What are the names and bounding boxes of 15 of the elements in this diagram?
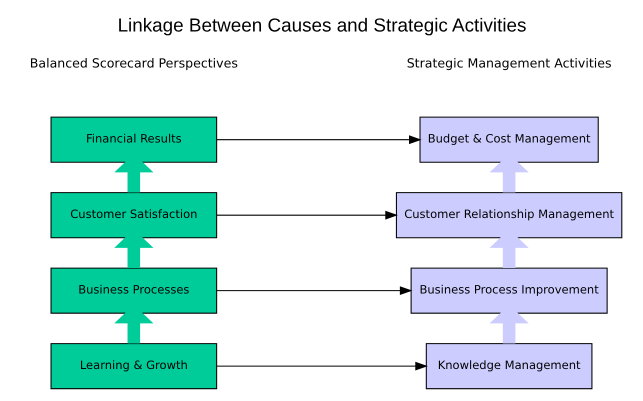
node-box: Business Process Improvement bbox=[410, 268, 608, 314]
arrow bbox=[216, 135, 422, 144]
node-box: Learning & Growth bbox=[50, 343, 217, 390]
node-box: Knowledge Management bbox=[425, 343, 592, 390]
node-box: Financial Results bbox=[50, 116, 217, 163]
node-box: Customer Satisfaction bbox=[50, 192, 217, 238]
label: Balanced Scorecard Perspectives bbox=[29, 55, 238, 70]
diagram-title: Linkage Between Causes and Strategic Activities bbox=[117, 14, 526, 36]
node-box: Budget & Cost Management bbox=[419, 116, 598, 163]
arrow bbox=[216, 286, 412, 296]
node-box: Customer Relationship Management bbox=[395, 192, 622, 238]
label: Strategic Management Activities bbox=[406, 55, 612, 70]
arrow bbox=[216, 362, 428, 371]
node-box: Business Processes bbox=[50, 268, 217, 314]
arrow bbox=[216, 210, 398, 220]
